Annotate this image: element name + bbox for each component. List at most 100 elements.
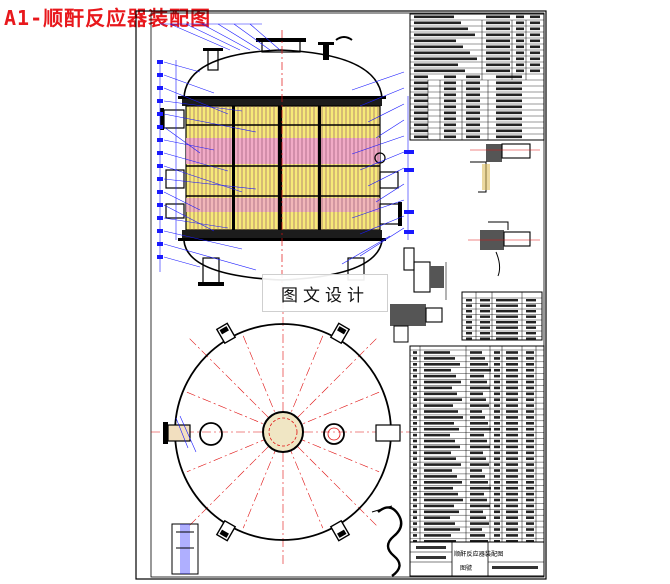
parts-cell-text	[506, 380, 518, 384]
nozzle-table-rows	[462, 292, 542, 340]
dimension-column-left	[157, 60, 163, 259]
parts-cell-text	[470, 368, 491, 372]
spec-cell-text	[466, 129, 480, 133]
parts-cell-text	[526, 498, 534, 502]
parts-cell-text	[506, 416, 518, 419]
parts-cell-text	[506, 522, 518, 525]
spec-cell-text	[530, 27, 540, 31]
expansion-joint-detail	[377, 506, 403, 577]
parts-cell-text	[526, 540, 534, 543]
dim-mark	[157, 203, 163, 207]
parts-cell-text	[526, 392, 534, 396]
parts-cell-text	[424, 427, 459, 431]
dim-mark	[157, 86, 163, 90]
top-nozzle-side-flange	[318, 42, 334, 45]
parts-cell-text	[494, 540, 500, 543]
parts-cell-text	[526, 475, 534, 478]
parts-list	[409, 345, 545, 543]
baffle-1	[232, 106, 235, 230]
parts-cell-text	[413, 451, 417, 455]
spec-cell-text	[466, 117, 480, 121]
parts-cell-text	[424, 516, 450, 519]
parts-cell-text	[506, 404, 518, 407]
spec-cell-text	[444, 99, 456, 103]
spec-cell-text	[496, 111, 522, 115]
dim-mark	[157, 138, 163, 142]
parts-cell-text	[506, 439, 518, 443]
parts-list-rows	[410, 346, 544, 543]
parts-cell-text	[494, 410, 500, 413]
parts-cell-text	[506, 445, 518, 449]
nozzle-cell-text	[496, 332, 518, 335]
parts-cell-text	[494, 416, 500, 419]
spec-cell-text	[466, 75, 480, 79]
parts-cell-text	[526, 351, 534, 354]
spec-cell-text	[496, 99, 522, 103]
parts-cell-text	[424, 445, 460, 449]
reactor-plan-view	[151, 300, 415, 564]
parts-cell-text	[424, 492, 458, 496]
spec-cell-text	[466, 87, 480, 91]
parts-cell-text	[470, 445, 490, 449]
top-nozzle-side	[323, 44, 329, 60]
spec-cell-text	[414, 87, 428, 91]
leader-line	[185, 23, 241, 51]
title-block-field	[416, 546, 446, 549]
support-lug-body	[329, 322, 351, 345]
parts-cell-text	[526, 451, 534, 455]
detail-2-edge	[488, 221, 509, 230]
spec-cell-text	[516, 51, 524, 55]
spec-cell-text	[414, 15, 454, 19]
parts-cell-text	[413, 516, 417, 519]
parts-cell-text	[494, 492, 500, 496]
parts-cell-text	[494, 380, 500, 384]
parts-cell-text	[506, 481, 518, 484]
reactor-elevation-view	[157, 23, 420, 292]
parts-cell-text	[506, 463, 518, 466]
parts-cell-text	[470, 451, 483, 455]
leader-line	[351, 135, 405, 155]
parts-cell-text	[424, 351, 450, 354]
nozzle-cell-text	[526, 326, 536, 329]
parts-cell-text	[506, 534, 518, 537]
parts-cell-text	[506, 528, 518, 531]
nozzle-cell-text	[526, 332, 536, 335]
spec-cell-text	[414, 123, 428, 127]
parts-cell-text	[424, 404, 453, 407]
spec-cell-text	[516, 45, 524, 49]
spec-cell-text	[516, 39, 524, 43]
parts-cell-text	[526, 363, 534, 366]
drawing-title: A1-顺酐反应器装配图	[4, 6, 212, 30]
side-pipe-left	[167, 424, 191, 442]
parts-cell-text	[526, 416, 534, 419]
detail-2-flange	[503, 231, 531, 247]
parts-cell-text	[413, 522, 417, 525]
parts-cell-text	[470, 398, 486, 401]
parts-cell-text	[494, 363, 500, 366]
spec-cell-text	[414, 39, 456, 43]
parts-cell-text	[424, 528, 460, 531]
leader-line	[163, 61, 201, 73]
nozzle-cell-text	[496, 304, 518, 307]
parts-cell-text	[506, 368, 518, 372]
title-block-field	[492, 566, 538, 569]
parts-cell-text	[413, 410, 417, 413]
parts-cell-text	[424, 368, 451, 372]
parts-cell-text	[526, 386, 534, 390]
spec-cell-text	[466, 135, 480, 139]
leader-line	[351, 71, 405, 91]
parts-cell-text	[526, 463, 534, 466]
spec-cell-text	[496, 117, 522, 121]
spec-cell-text	[496, 87, 522, 91]
side-nozzle-left-2	[165, 169, 185, 189]
spec-cell-text	[516, 33, 524, 37]
parts-cell-text	[494, 510, 500, 514]
leader-line	[359, 151, 405, 171]
parts-cell-text	[506, 351, 518, 354]
parts-cell-text	[470, 410, 482, 413]
parts-cell-text	[494, 427, 500, 431]
parts-cell-text	[470, 422, 488, 425]
parts-cell-text	[494, 368, 500, 372]
spec-cell-text	[486, 57, 510, 61]
